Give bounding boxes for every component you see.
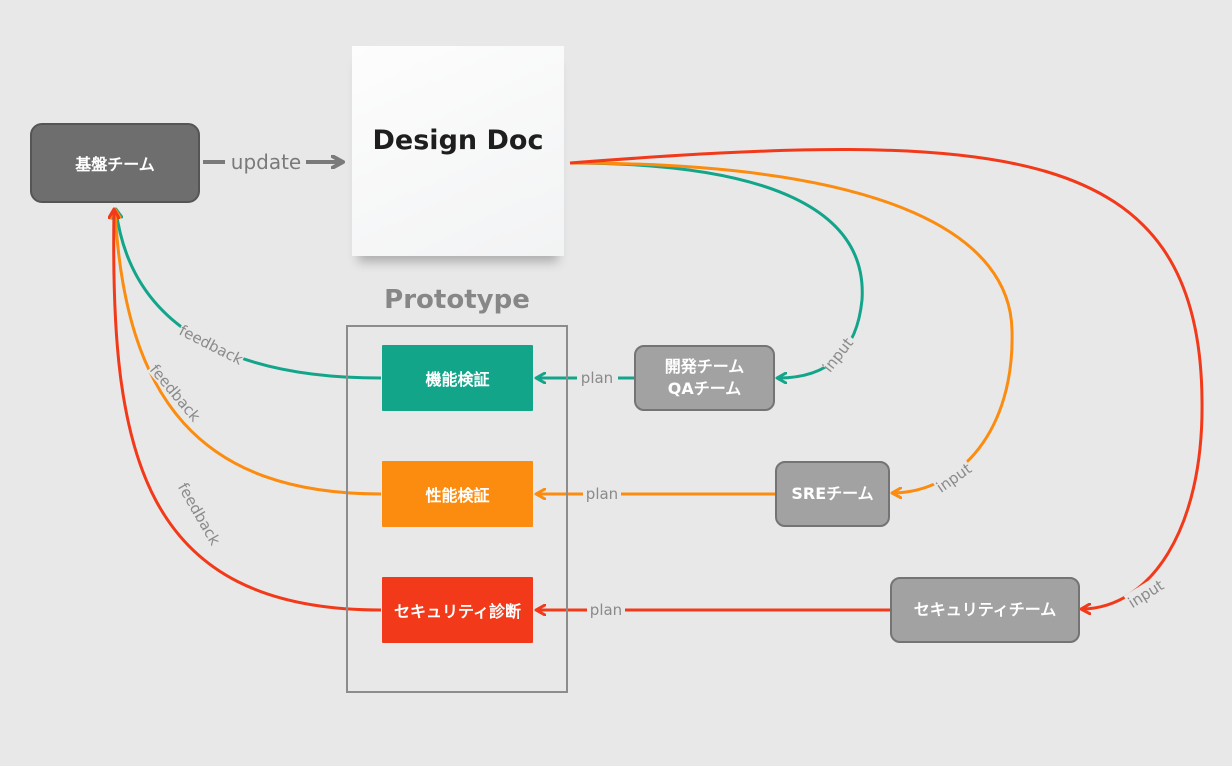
plan-edge-performance: plan (537, 485, 775, 503)
input-edge-security (569, 148, 1204, 609)
security-assessment-node[interactable]: セキュリティ診断 (382, 577, 533, 643)
security-team-node[interactable]: セキュリティチーム (890, 577, 1080, 643)
feedback-edge-security (114, 210, 382, 612)
plan-label-performance: plan (586, 485, 618, 503)
plan-label-security: plan (590, 601, 622, 619)
security-assessment-label: セキュリティ診断 (393, 602, 522, 621)
update-label: update (231, 150, 301, 174)
sre-team-node[interactable]: SREチーム (775, 461, 890, 527)
plan-edge-security: plan (537, 601, 890, 619)
dev-team-label: 開発チーム (664, 357, 745, 376)
input-edge-sre (569, 161, 1014, 493)
prototype-frame[interactable] (346, 325, 568, 693)
update-edge: update (203, 150, 342, 174)
design-doc-sticky[interactable]: Design Doc (352, 46, 564, 256)
functional-test-label: 機能検証 (425, 370, 490, 389)
plan-edge-functional: plan (537, 369, 634, 387)
functional-test-node[interactable]: 機能検証 (382, 345, 533, 411)
qa-team-label: QAチーム (667, 379, 742, 398)
feedback-label-functional: feedback (176, 321, 246, 368)
security-team-label: セキュリティチーム (913, 600, 1057, 619)
plan-label-functional: plan (581, 369, 613, 387)
feedback-label-performance: feedback (146, 361, 204, 426)
feedback-edge-performance (115, 210, 382, 496)
performance-test-label: 性能検証 (425, 486, 490, 505)
design-doc-title: Design Doc (372, 124, 544, 156)
dev-qa-team-node[interactable]: 開発チーム QAチーム (634, 345, 775, 411)
platform-team-label: 基盤チーム (75, 155, 155, 174)
platform-team-node[interactable]: 基盤チーム (30, 123, 200, 203)
prototype-title: Prototype (384, 285, 530, 315)
feedback-edge-functional (116, 210, 382, 380)
sre-team-label: SREチーム (791, 484, 874, 503)
performance-test-node[interactable]: 性能検証 (382, 461, 533, 527)
